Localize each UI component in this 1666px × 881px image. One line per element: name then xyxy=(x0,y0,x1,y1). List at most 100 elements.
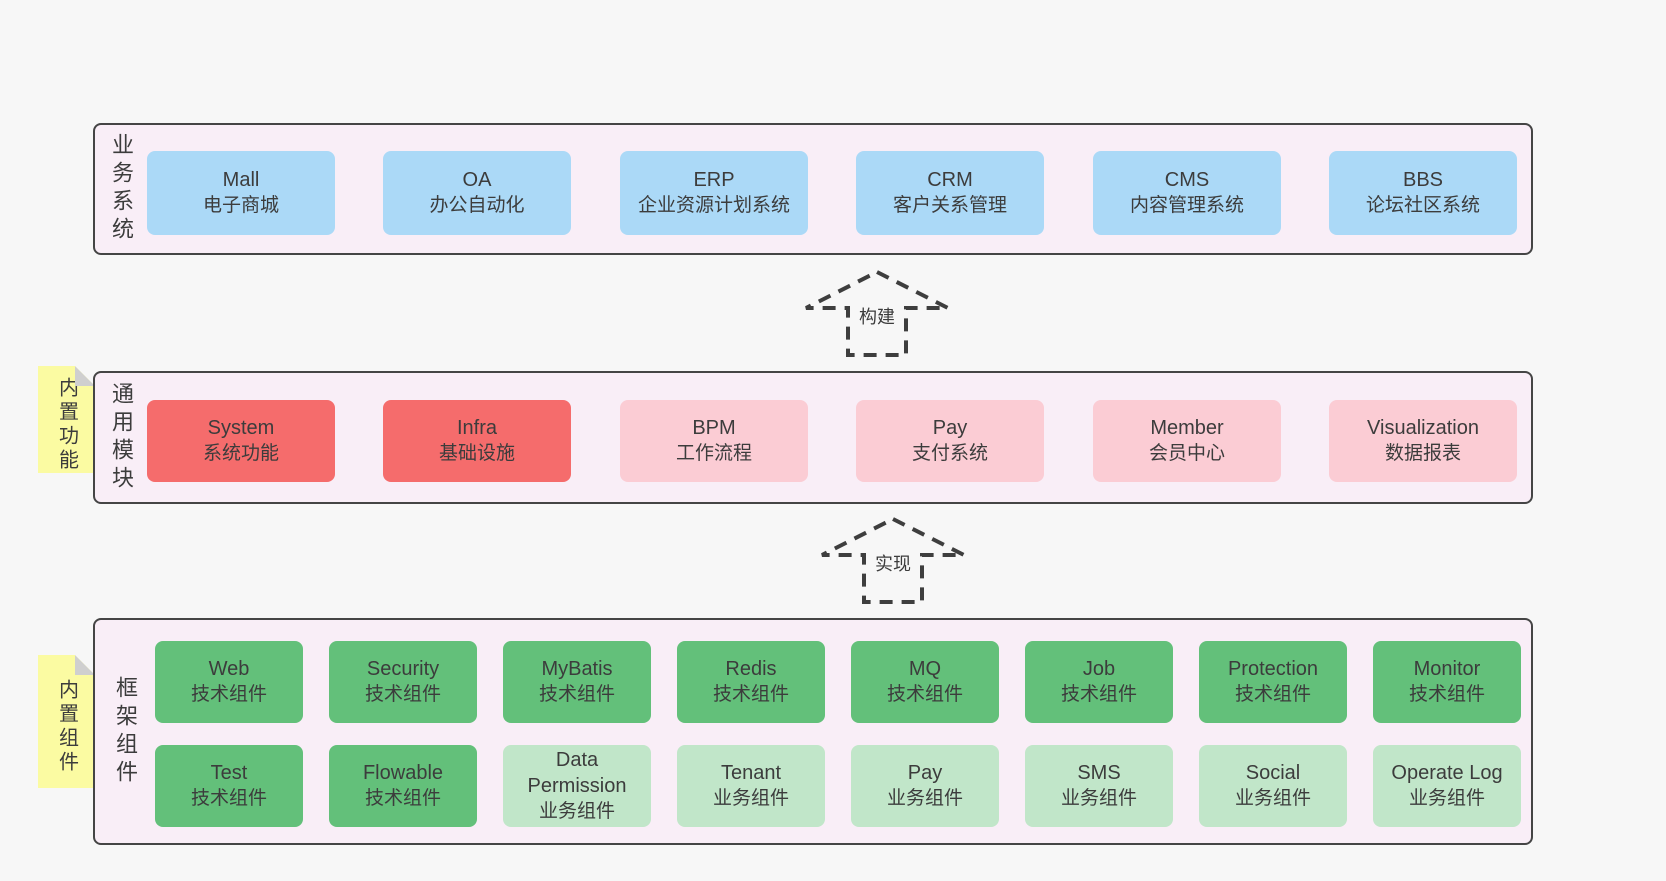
box-desc: 工作流程 xyxy=(675,443,752,465)
sticky-note-builtin-functions: 内置功能 xyxy=(38,366,95,473)
box-desc: 支付系统 xyxy=(911,443,988,465)
box-desc: 基础设施 xyxy=(438,443,515,465)
box-job: Job 技术组件 xyxy=(1025,641,1173,723)
box-name: BBS xyxy=(1402,169,1444,192)
panel-label: 通用模块 xyxy=(109,381,134,494)
up-arrow-dashed-icon xyxy=(805,269,949,357)
box-bbs: BBS 论坛社区系统 xyxy=(1329,151,1517,235)
box-redis: Redis 技术组件 xyxy=(677,641,825,723)
box-desc: 业务组件 xyxy=(538,801,615,823)
box-desc: 业务组件 xyxy=(712,788,789,810)
box-name: Tenant xyxy=(720,762,782,785)
box-desc: 业务组件 xyxy=(886,788,963,810)
box-flowable: Flowable 技术组件 xyxy=(329,745,477,827)
box-name: SMS xyxy=(1077,762,1121,785)
box-name: Security xyxy=(366,658,440,681)
box-mq: MQ 技术组件 xyxy=(851,641,999,723)
box-tenant: Tenant 业务组件 xyxy=(677,745,825,827)
implement-arrow: 实现 xyxy=(818,514,968,606)
box-name: OA xyxy=(462,169,492,192)
box-desc: 内容管理系统 xyxy=(1129,195,1244,217)
box-pay-component: Pay 业务组件 xyxy=(851,745,999,827)
panel-label: 业务系统 xyxy=(109,133,134,245)
box-infra: Infra 基础设施 xyxy=(383,400,571,482)
box-name: Job xyxy=(1082,658,1116,681)
box-protection: Protection 技术组件 xyxy=(1199,641,1347,723)
box-name: Social xyxy=(1245,762,1301,785)
implement-arrow-label: 实现 xyxy=(875,554,911,574)
box-name: Operate Log xyxy=(1391,762,1503,785)
box-desc: 电子商城 xyxy=(202,195,279,217)
box-social: Social 业务组件 xyxy=(1199,745,1347,827)
box-desc: 论坛社区系统 xyxy=(1365,195,1480,217)
box-desc: 技术组件 xyxy=(886,684,963,706)
up-arrow-dashed-icon xyxy=(821,516,965,604)
panel-label-zone: 通用模块 xyxy=(95,373,147,502)
box-erp: ERP 企业资源计划系统 xyxy=(620,151,808,235)
box-data-permission: Data Permission 业务组件 xyxy=(503,745,651,827)
box-desc: 技术组件 xyxy=(364,788,441,810)
sticky-note-builtin-components: 内置组件 xyxy=(38,655,95,788)
box-desc: 技术组件 xyxy=(538,684,615,706)
box-name: BPM xyxy=(692,417,736,440)
box-name: Mall xyxy=(222,169,260,192)
sticky-fold-corner xyxy=(75,655,95,675)
box-name: Data Permission xyxy=(527,749,627,798)
box-mybatis: MyBatis 技术组件 xyxy=(503,641,651,723)
box-name: Member xyxy=(1150,417,1224,440)
box-mall: Mall 电子商城 xyxy=(147,151,335,235)
box-desc: 系统功能 xyxy=(202,443,279,465)
panel-label: 框架组件 xyxy=(113,675,138,788)
box-desc: 业务组件 xyxy=(1408,788,1485,810)
panel-label-zone: 框架组件 xyxy=(95,620,155,843)
box-name: Protection xyxy=(1227,658,1319,681)
sticky-label: 内置组件 xyxy=(55,678,78,775)
box-test: Test 技术组件 xyxy=(155,745,303,827)
box-name: CRM xyxy=(927,169,973,192)
box-bpm: BPM 工作流程 xyxy=(620,400,808,482)
box-desc: 技术组件 xyxy=(190,684,267,706)
box-crm: CRM 客户关系管理 xyxy=(856,151,1044,235)
box-name: Test xyxy=(210,762,248,785)
box-monitor: Monitor 技术组件 xyxy=(1373,641,1521,723)
box-desc: 数据报表 xyxy=(1384,443,1461,465)
box-name: Infra xyxy=(456,417,498,440)
box-name: Visualization xyxy=(1367,417,1479,440)
box-desc: 技术组件 xyxy=(1234,684,1311,706)
box-desc: 业务组件 xyxy=(1234,788,1311,810)
box-visualization: Visualization 数据报表 xyxy=(1329,400,1517,482)
box-oa: OA 办公自动化 xyxy=(383,151,571,235)
box-name: Flowable xyxy=(362,762,444,785)
box-member: Member 会员中心 xyxy=(1093,400,1281,482)
box-desc: 企业资源计划系统 xyxy=(637,195,790,217)
box-desc: 技术组件 xyxy=(190,788,267,810)
box-name: MQ xyxy=(908,658,942,681)
box-name: Redis xyxy=(725,658,777,681)
panel-business-systems: 业务系统 Mall 电子商城 OA 办公自动化 ERP 企业资源计划系统 CRM… xyxy=(93,123,1533,255)
box-system: System 系统功能 xyxy=(147,400,335,482)
box-name: Pay xyxy=(907,762,943,785)
panel-label-zone: 业务系统 xyxy=(95,125,147,253)
box-desc: 技术组件 xyxy=(1408,684,1485,706)
box-name: System xyxy=(207,417,275,440)
box-desc: 办公自动化 xyxy=(429,195,525,217)
box-desc: 技术组件 xyxy=(712,684,789,706)
box-desc: 客户关系管理 xyxy=(892,195,1007,217)
box-desc: 技术组件 xyxy=(1060,684,1137,706)
build-arrow: 构建 xyxy=(802,267,952,359)
box-desc: 业务组件 xyxy=(1060,788,1137,810)
panel-framework-components: 框架组件 Web 技术组件 Security 技术组件 MyBatis 技术组件… xyxy=(93,618,1533,845)
box-security: Security 技术组件 xyxy=(329,641,477,723)
box-operate-log: Operate Log 业务组件 xyxy=(1373,745,1521,827)
box-name: MyBatis xyxy=(541,658,613,681)
box-name: CMS xyxy=(1164,169,1210,192)
box-cms: CMS 内容管理系统 xyxy=(1093,151,1281,235)
sticky-fold-corner xyxy=(75,366,95,386)
box-desc: 技术组件 xyxy=(364,684,441,706)
box-desc: 会员中心 xyxy=(1148,443,1225,465)
box-pay-module: Pay 支付系统 xyxy=(856,400,1044,482)
box-name: Web xyxy=(208,658,250,681)
box-sms: SMS 业务组件 xyxy=(1025,745,1173,827)
box-name: Monitor xyxy=(1413,658,1481,681)
